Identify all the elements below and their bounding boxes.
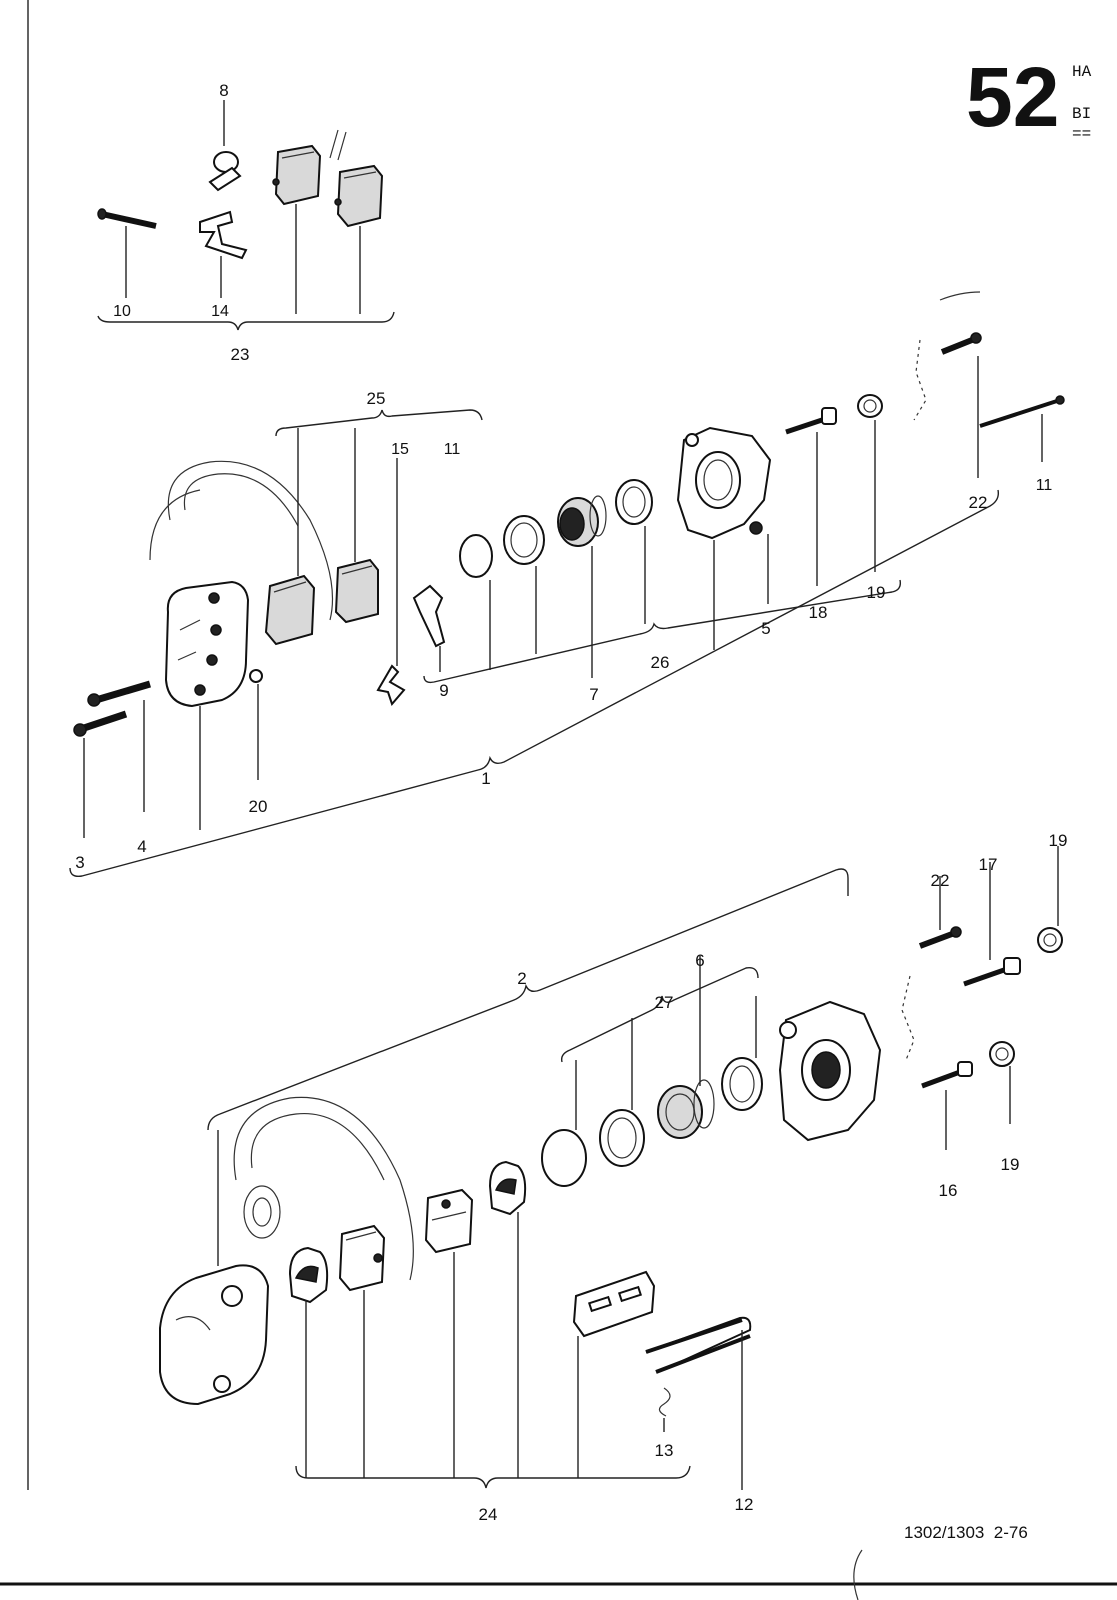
retaining-pin-part [979, 395, 1065, 428]
callout-11: 11 [444, 441, 461, 458]
caliper-housing-part [676, 426, 772, 540]
anti-squeal-shim-part [288, 1246, 329, 1304]
callout-20: 20 [249, 797, 268, 816]
title-underline: == [1072, 125, 1091, 143]
callout-10: 10 [113, 303, 131, 320]
spreader-spring-part [376, 664, 406, 706]
callout-7: 7 [589, 685, 598, 704]
callout-19: 19 [1001, 1155, 1020, 1174]
bleeder-valve-part [963, 957, 1021, 987]
callout-22: 22 [969, 493, 988, 512]
callout-15: 15 [391, 441, 409, 458]
callout-5: 5 [761, 619, 770, 638]
callout-16: 16 [939, 1181, 958, 1200]
caliper-housing-part [159, 1264, 270, 1406]
callout-23: 23 [231, 345, 250, 364]
callout-22: 22 [931, 871, 950, 890]
callout-8: 8 [219, 81, 228, 100]
bleeder-valve-part [785, 407, 837, 435]
dashed-outline [913, 339, 927, 421]
small-nut-part [249, 669, 263, 683]
callout-14: 14 [211, 303, 229, 320]
callout-3: 3 [75, 853, 84, 872]
callout-24: 24 [479, 1505, 498, 1524]
brake-pad-part [334, 558, 379, 624]
brake-disc-part [233, 1096, 414, 1281]
seal-part [721, 1057, 763, 1111]
dust-cap-part [989, 1041, 1015, 1067]
cotter-clip-part [658, 1387, 671, 1417]
brake-pad-part [334, 164, 384, 228]
title-fragment-1: HA [1072, 63, 1092, 81]
callout-25: 25 [367, 389, 386, 408]
callout-17: 17 [979, 855, 998, 874]
pad-kit-group: 8 10 14 23 [97, 81, 395, 364]
callout-19: 19 [1049, 831, 1068, 850]
nut-part [749, 521, 763, 535]
scan-mark [329, 129, 347, 161]
section-header: 52 HA BI == [966, 50, 1092, 144]
upper-caliper-assembly: 25 15 11 9 7 26 5 18 19 22 11 1 20 4 3 [69, 291, 1065, 878]
callout-27: 27 [655, 993, 674, 1012]
bracket-24 [295, 1465, 691, 1489]
bracket-27 [560, 967, 759, 1063]
piston-part [557, 495, 607, 547]
callout-13: 13 [655, 1441, 674, 1460]
brake-pad-part [338, 1224, 386, 1292]
dust-cap-part [1037, 927, 1063, 953]
heat-shield-part [412, 584, 446, 648]
brake-disc-part [149, 460, 334, 621]
spring-clip-part [208, 151, 242, 192]
bracket-25 [275, 409, 483, 437]
bracket-23 [97, 311, 395, 331]
drawing-reference: 1302/1303 2-76 [904, 1523, 1028, 1542]
brake-pad-part [272, 144, 322, 206]
piston-part [657, 1079, 715, 1139]
anti-squeal-shim-part [488, 1160, 527, 1216]
section-number: 52 [966, 50, 1059, 144]
bolt-part [940, 332, 982, 355]
dust-cap-part [857, 394, 883, 418]
spreader-plate-part [572, 1270, 656, 1338]
bracket-26 [423, 579, 902, 684]
retaining-pin-part [97, 208, 157, 229]
title-fragment-2: BI [1072, 105, 1091, 123]
callout-18: 18 [809, 603, 828, 622]
bolt-part [73, 710, 128, 737]
callout-6: 6 [695, 951, 704, 970]
spreader-spring-part [199, 210, 248, 260]
dashed-outline [901, 975, 915, 1061]
seal-part [615, 479, 653, 525]
bleeder-valve-part [921, 1061, 973, 1089]
brake-pad-part [264, 574, 316, 646]
callout-19: 19 [867, 583, 886, 602]
callout-2: 2 [517, 969, 526, 988]
retaining-ring-part [459, 534, 493, 578]
scan-mark [939, 291, 981, 301]
scan-mark [853, 1549, 863, 1600]
bracket-2 [207, 868, 849, 1131]
lower-caliper-assembly: 2 27 6 22 17 19 16 19 13 24 12 [159, 831, 1068, 1524]
retaining-pin-part [645, 1316, 752, 1374]
retaining-ring-part [541, 1129, 587, 1187]
callout-26: 26 [651, 653, 670, 672]
callout-12: 12 [735, 1495, 754, 1514]
bracket-1 [69, 489, 1000, 878]
caliper-housing-part [778, 1000, 882, 1142]
bolt-part [918, 926, 962, 949]
bolt-part [87, 680, 151, 707]
caliper-housing-part [164, 580, 250, 708]
brake-pad-part [424, 1188, 474, 1254]
seal-part [503, 515, 545, 565]
callout-9: 9 [439, 681, 448, 700]
seal-part [599, 1109, 645, 1167]
callout-4: 4 [137, 837, 146, 856]
callout-1: 1 [481, 769, 490, 788]
callout-11: 11 [1036, 477, 1053, 494]
